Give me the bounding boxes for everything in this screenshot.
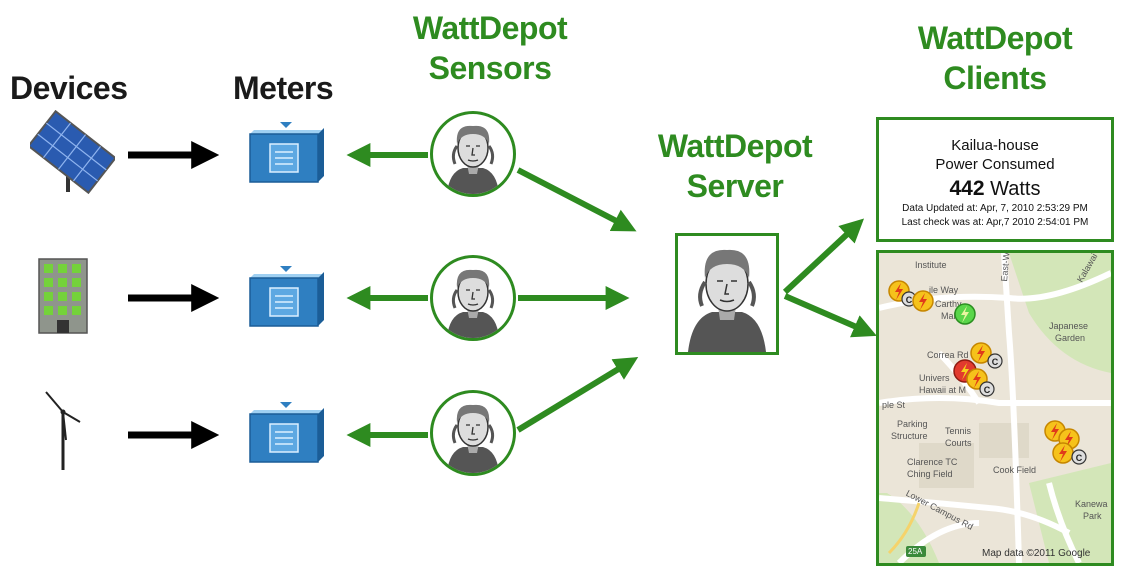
map-label-cook: Cook Field <box>993 465 1037 475</box>
sensor-to-server-arrow-1 <box>516 167 637 232</box>
campus-map-panel[interactable]: Institute ile Way Carthy Mall East-West … <box>876 250 1114 566</box>
updated-timestamp: Data Updated at: Apr, 7, 2010 2:53:29 PM <box>902 203 1088 214</box>
last-check-timestamp: Last check was at: Apr,7 2010 2:54:01 PM <box>901 217 1089 228</box>
server-header-line1: WattDepot <box>657 128 813 164</box>
map-label-garden: Garden <box>1055 333 1086 343</box>
status-green-marker-icon[interactable] <box>953 302 977 326</box>
map-label-hawaii: Hawaii at M <box>919 385 967 395</box>
building-icon <box>38 258 88 334</box>
clients-header: WattDepot Clients <box>895 18 1095 98</box>
map-roads <box>879 253 1111 563</box>
map-label-japanese: Japanese <box>1049 321 1089 331</box>
sensors-header-line2: Sensors <box>428 50 552 86</box>
map-label-clarence: Clarence TC <box>907 457 958 467</box>
sensor-to-server-arrow-3 <box>516 357 639 433</box>
clients-header-line1: WattDepot <box>917 20 1073 56</box>
map-copyright: Map data ©2011 Google <box>982 548 1091 559</box>
map-label-ple-st: ple St <box>882 400 906 410</box>
svg-text:C: C <box>1076 453 1083 463</box>
map-label-tennis: Tennis <box>945 426 972 436</box>
map-label-mall: Mall <box>941 311 958 321</box>
meter-icon-2 <box>249 266 324 327</box>
lightning-marker-icon[interactable]: C <box>967 339 1007 373</box>
map-label-univers: Univers <box>919 373 950 383</box>
alert-red-marker-icon[interactable]: C <box>951 357 997 399</box>
server-header-line2: Server <box>686 168 784 204</box>
map-label-institute: Institute <box>915 260 947 270</box>
meters-header: Meters <box>233 70 334 106</box>
map-label-mile-way: ile Way <box>929 285 959 295</box>
map-label-parking: Parking <box>897 419 928 429</box>
map-label-carthy: Carthy <box>935 299 962 309</box>
portrait-engraving-icon <box>447 404 499 473</box>
clients-header-line2: Clients <box>943 60 1047 96</box>
portrait-engraving-icon <box>447 269 499 338</box>
power-value: 442 <box>949 177 985 200</box>
location-label: Kailua-house <box>951 137 1039 154</box>
metric-label: Power Consumed <box>935 156 1055 173</box>
svg-text:C: C <box>984 385 991 395</box>
wind-turbine-icon <box>45 391 81 470</box>
power-display-panel: Kailua-house Power Consumed 442 Watts Da… <box>876 117 1114 242</box>
map-label-correa: Correa Rd <box>927 350 969 360</box>
map-label-ching: Ching Field <box>907 469 953 479</box>
map-label-structure: Structure <box>891 431 928 441</box>
meter-icon-3 <box>249 402 324 463</box>
lightning-marker-icon[interactable]: C <box>887 279 943 315</box>
map-label-road-25a: 25A <box>908 547 923 556</box>
portrait-engraving-icon <box>447 125 499 194</box>
map-label-courts: Courts <box>945 438 972 448</box>
sensors-header: WattDepot Sensors <box>395 8 585 88</box>
map-label-park: Park <box>1083 511 1102 521</box>
sensor-node-2 <box>430 255 516 341</box>
svg-text:C: C <box>992 357 999 367</box>
meter-icon-1 <box>249 122 324 183</box>
devices-header: Devices <box>10 70 128 106</box>
sensor-node-1 <box>430 111 516 197</box>
sensors-header-line1: WattDepot <box>412 10 568 46</box>
server-node <box>675 233 779 355</box>
portrait-engraving-icon <box>688 249 766 352</box>
server-to-map-arrow <box>783 293 877 338</box>
lightning-cluster-marker-icon[interactable]: C <box>1041 417 1097 473</box>
solar-panel-icon <box>30 110 115 195</box>
server-header: WattDepot Server <box>635 126 835 206</box>
map-label-kaneva: Kanewa <box>1075 499 1108 509</box>
power-reading: 442 Watts <box>879 176 1111 202</box>
svg-text:C: C <box>906 295 913 305</box>
power-unit: Watts <box>990 178 1041 200</box>
server-to-display-arrow <box>782 218 865 295</box>
sensor-node-3 <box>430 390 516 476</box>
